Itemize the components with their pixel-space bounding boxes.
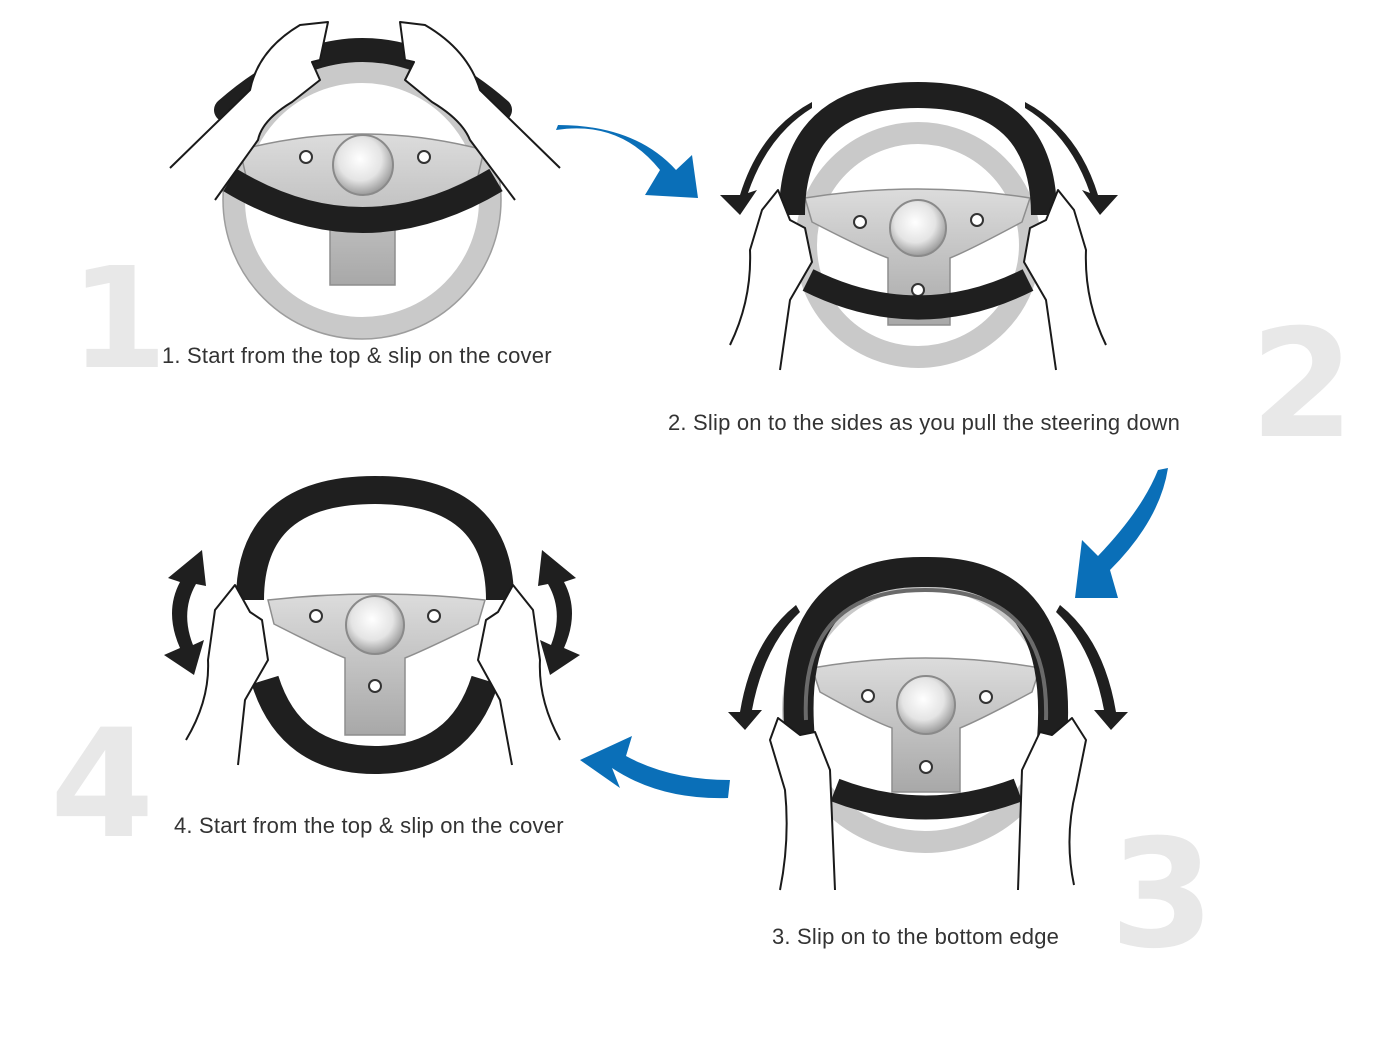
step4-caption: 4. Start from the top & slip on the cove…	[174, 813, 564, 838]
step3-caption: 3. Slip on to the bottom edge	[772, 924, 1060, 949]
step1-left-hand-icon	[169, 21, 329, 201]
step1-right-hand-icon	[399, 21, 561, 201]
step4-right-hand-icon	[477, 584, 561, 766]
step4-left-hand-icon	[185, 584, 269, 766]
step3-number: 3	[1110, 808, 1215, 982]
step1-number: 1	[70, 238, 168, 401]
step2-left-hand-icon	[729, 189, 813, 371]
step2-to-step3-arrow-icon	[1075, 468, 1168, 598]
step2-caption: 2. Slip on to the sides as you pull the …	[668, 410, 1181, 435]
step3-to-step4-arrow-icon	[580, 736, 730, 799]
step2-left-curved-arrow-icon	[720, 102, 812, 215]
step3-steering-wheel-icon	[728, 556, 1128, 891]
step3-left-curved-arrow-icon	[728, 605, 800, 730]
step4-right-rotate-arrow-icon	[538, 550, 580, 675]
step2-number: 2	[1250, 298, 1355, 472]
step4-number: 4	[50, 698, 155, 872]
step3-right-hand-icon	[1017, 717, 1087, 891]
step2-steering-wheel-icon	[720, 81, 1118, 371]
step2-right-curved-arrow-icon	[1025, 102, 1118, 215]
step1-steering-wheel-icon	[169, 21, 561, 340]
step3-right-curved-arrow-icon	[1056, 605, 1128, 730]
step2-right-hand-icon	[1023, 189, 1107, 371]
step4-steering-wheel-icon	[164, 475, 580, 775]
step4-left-rotate-arrow-icon	[164, 550, 206, 675]
step1-caption: 1. Start from the top & slip on the cove…	[162, 343, 552, 368]
step1-to-step2-arrow-icon	[556, 125, 698, 198]
step3-left-hand-icon	[769, 717, 836, 891]
